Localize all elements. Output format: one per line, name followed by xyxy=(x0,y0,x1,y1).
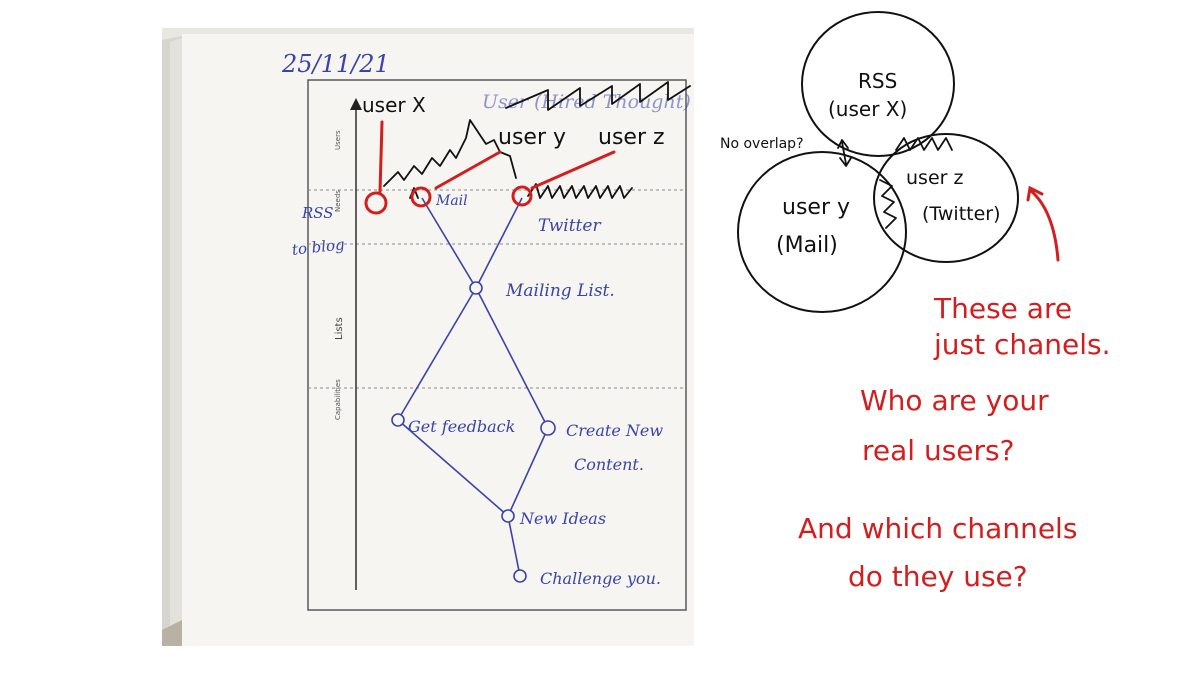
edge-feedback-ideas xyxy=(397,419,509,517)
note-who-are-your: Who are your xyxy=(860,384,1049,417)
band-label-lists: Lists xyxy=(334,317,345,340)
red-circle-mail xyxy=(410,186,432,208)
node-label-mail: Mail xyxy=(435,193,468,209)
node-challenge xyxy=(513,569,527,583)
node-label-create-new: Create New xyxy=(566,421,663,440)
notebook-date: 25/11/21 xyxy=(281,50,390,78)
notebook-page xyxy=(182,34,694,646)
node-label-content: Content. xyxy=(574,455,644,474)
venn-left-label-1: user y xyxy=(782,195,850,220)
annotation-user-y: user y xyxy=(498,125,566,150)
printed-frame xyxy=(307,79,687,611)
node-create-content xyxy=(540,420,556,436)
node-get-feedback xyxy=(391,413,405,427)
red-notes: These are just chanels. Who are your rea… xyxy=(798,185,1111,593)
note-just-chanels: just chanels. xyxy=(933,328,1111,361)
red-link-user-x xyxy=(378,120,384,194)
overlap-scribble-left xyxy=(879,179,897,229)
edge-mailinglist-content xyxy=(475,287,549,429)
venn-circle-right xyxy=(873,133,1019,263)
venn-top-label-2: (user X) xyxy=(828,97,907,121)
node-label-new-ideas: New Ideas xyxy=(519,509,606,528)
node-mailing-list xyxy=(469,281,483,295)
overlap-scribble-top xyxy=(895,137,953,151)
band-label-users: Users xyxy=(334,130,342,150)
band-label-needs: Needs xyxy=(334,190,342,212)
table-shadow xyxy=(162,620,182,646)
edge-mail-mailinglist xyxy=(421,197,477,289)
side-note-rss: RSS xyxy=(301,204,334,222)
red-link-user-y xyxy=(434,150,502,190)
venn-overlap-note: No overlap? xyxy=(720,136,804,152)
venn-circle-top xyxy=(801,11,955,157)
node-label-twitter: Twitter xyxy=(538,216,601,236)
red-circle-twitter xyxy=(511,185,533,207)
red-arrow-icon xyxy=(1026,185,1060,262)
node-label-mailing-list: Mailing List. xyxy=(505,281,615,301)
node-new-ideas xyxy=(501,509,515,523)
note-do-they-use: do they use? xyxy=(848,560,1028,593)
edge-ideas-challenge xyxy=(507,515,521,577)
overlap-arrow-icon xyxy=(837,139,852,167)
venn-diagram: RSS (user X) user y (Mail) user z (Twitt… xyxy=(720,11,1019,313)
edge-mailinglist-feedback xyxy=(397,287,477,421)
node-label-get-feedback: Get feedback xyxy=(408,417,515,436)
red-link-user-z xyxy=(530,150,616,190)
annotation-user-x: user X xyxy=(362,93,426,117)
note-real-users: real users? xyxy=(862,434,1014,467)
needs-scribble xyxy=(527,183,633,199)
edge-twitter-mailinglist xyxy=(475,197,523,289)
venn-right-label-1: user z xyxy=(906,167,963,189)
y-axis-arrow-icon xyxy=(350,98,362,110)
venn-circle-left xyxy=(737,151,907,313)
node-label-challenge: Challenge you. xyxy=(540,569,661,588)
venn-top-label-1: RSS xyxy=(858,69,897,93)
note-these-are: These are xyxy=(933,292,1072,325)
annotation-user-z: user z xyxy=(598,125,665,150)
band-label-capabilities: Capabilities xyxy=(334,379,342,420)
venn-right-label-2: (Twitter) xyxy=(922,203,1001,225)
venn-left-label-2: (Mail) xyxy=(776,233,838,258)
edge-content-ideas xyxy=(507,427,549,517)
users-zigzag xyxy=(383,119,517,187)
red-circle-rss xyxy=(364,191,388,215)
side-note-to-blog: to blog xyxy=(291,235,345,258)
notebook-photo: Users Needs Lists Capabilities 25/11/21 … xyxy=(162,28,694,646)
note-and-which-channels: And which channels xyxy=(798,512,1077,545)
title-scribble xyxy=(505,81,691,111)
overlap-arrow-line xyxy=(841,141,847,165)
